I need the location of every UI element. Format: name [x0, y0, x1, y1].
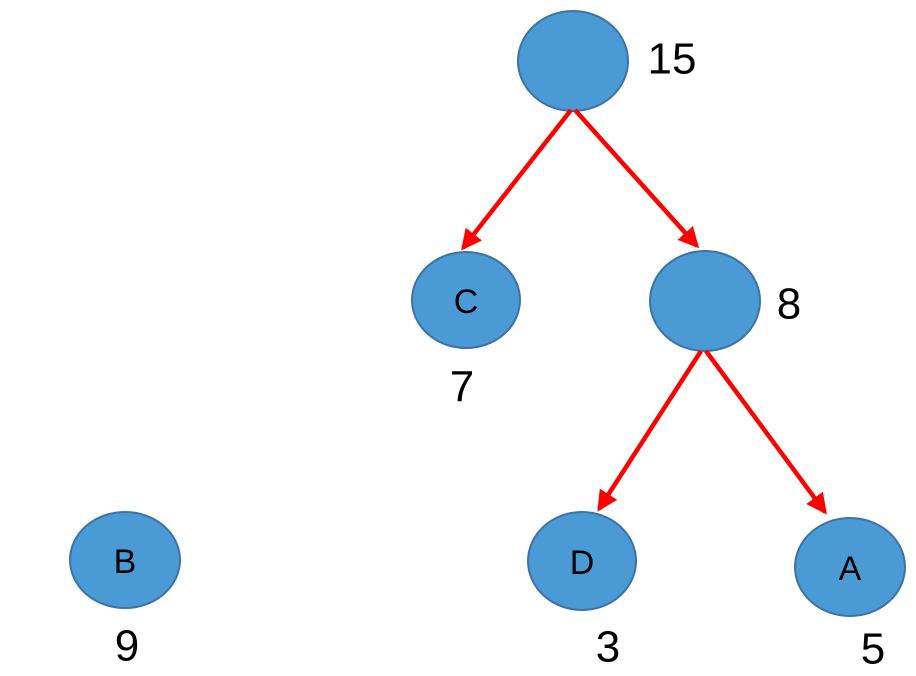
node-c-label: C [454, 283, 479, 321]
node-c-circle [411, 251, 521, 349]
node-a-circle [794, 517, 906, 617]
node-group-d: D3 [527, 511, 637, 672]
node-group-root: 15 [517, 10, 697, 112]
edge-right-child-to-a-arrow [704, 349, 827, 515]
node-d-circle [527, 511, 637, 611]
node-group-b: B9 [69, 511, 181, 671]
node-b-label: B [114, 543, 137, 581]
node-group-right-child: 8 [649, 250, 801, 352]
node-c-value: 7 [450, 363, 474, 412]
node-root-circle [517, 10, 629, 112]
node-right-child-circle [649, 250, 761, 352]
node-root-value: 15 [648, 35, 697, 84]
edge-root-to-right-child-arrow [573, 108, 700, 249]
edges-layer [461, 108, 827, 515]
node-b-value: 9 [115, 622, 139, 671]
node-d-label: D [570, 544, 595, 582]
node-a-value: 5 [861, 625, 885, 674]
node-b-circle [69, 511, 181, 609]
node-d-value: 3 [596, 623, 620, 672]
node-right-child-value: 8 [777, 280, 801, 329]
node-group-a: A5 [794, 517, 906, 674]
edge-right-child-to-d-arrow [597, 349, 703, 512]
node-a-label: A [839, 550, 862, 588]
edge-root-to-c-arrow [461, 108, 573, 251]
node-group-c: C7 [411, 251, 521, 412]
